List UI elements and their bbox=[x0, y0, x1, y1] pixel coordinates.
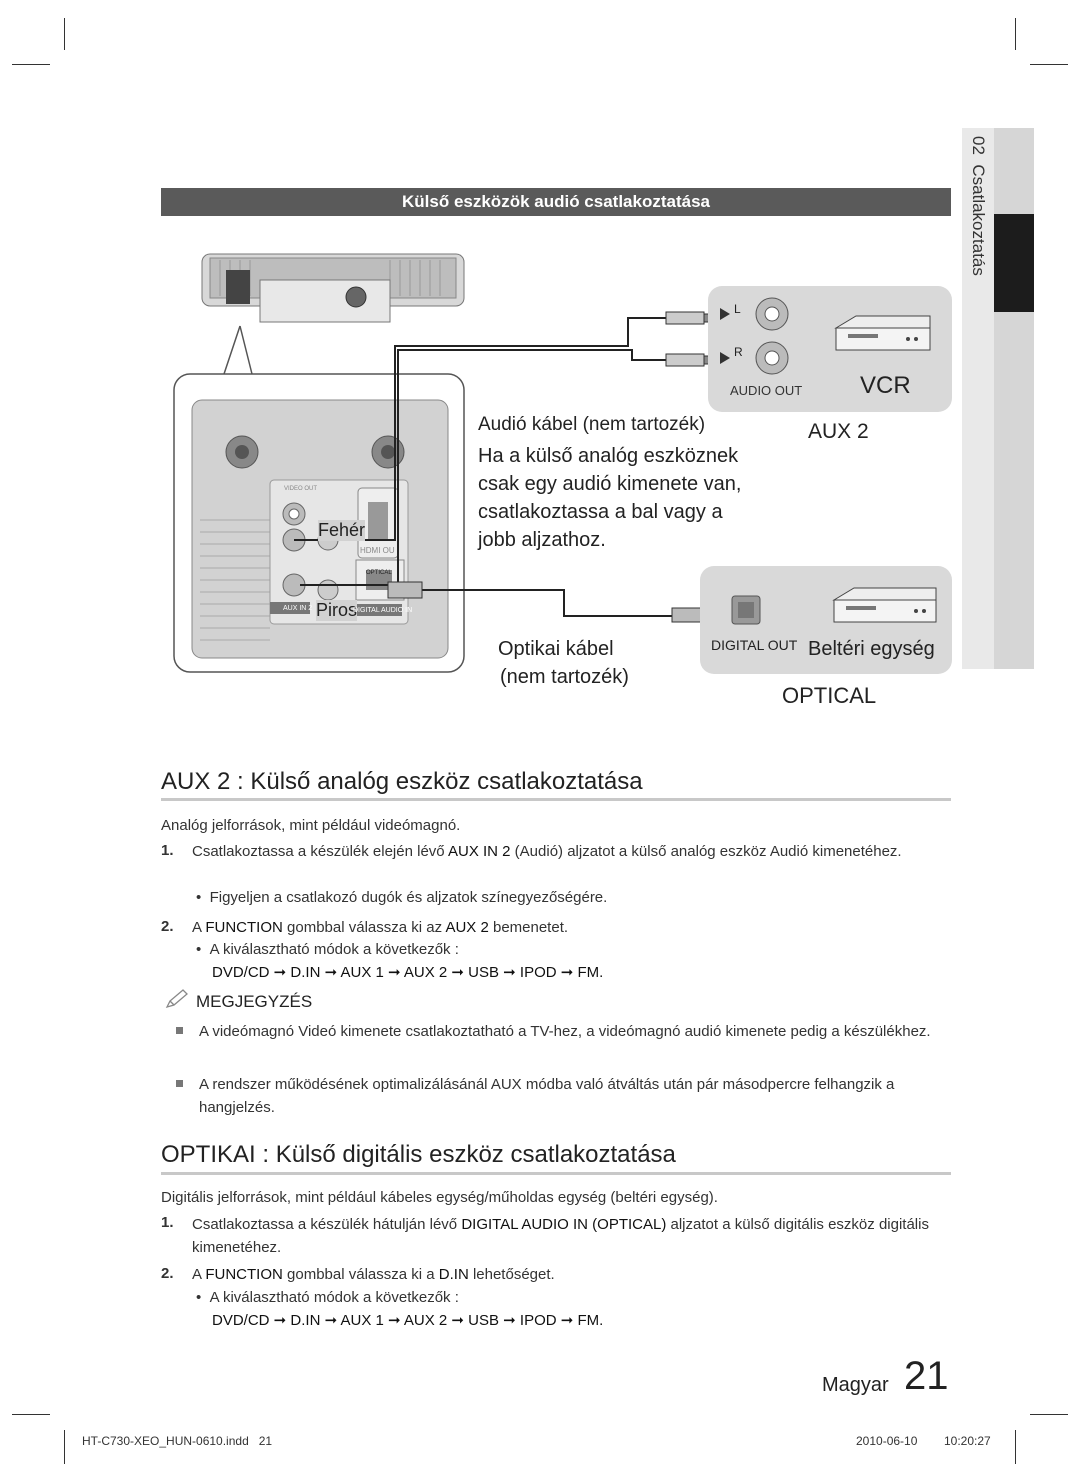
text-run: A bbox=[192, 919, 206, 936]
chapter-side-tab: 02 Csatlakoztatás bbox=[962, 128, 1034, 669]
audio-cable-description: Ha a külső analóg eszköznek csak egy aud… bbox=[478, 442, 742, 554]
rca-plug-right bbox=[665, 353, 715, 367]
aux2-label: AUX 2 bbox=[808, 420, 869, 443]
note-title: MEGJEGYZÉS bbox=[196, 992, 313, 1011]
pencil-icon bbox=[164, 988, 190, 1010]
vcr-label: VCR bbox=[860, 372, 911, 399]
indoor-unit-label: Beltéri egység bbox=[808, 638, 935, 660]
optical-heading-rule bbox=[161, 1172, 951, 1175]
bullet-text: A kiválasztható módok a következők : bbox=[209, 941, 459, 958]
function-term: FUNCTION bbox=[205, 919, 283, 936]
aux2-step1-bullet: • Figyeljen a csatlakozó dugók és aljzat… bbox=[196, 889, 608, 906]
side-tab-label: Csatlakoztatás bbox=[969, 164, 988, 276]
aux2-intro: Analóg jelforrások, mint például videóma… bbox=[161, 817, 461, 834]
text-run: bemenetet. bbox=[488, 919, 569, 936]
white-connector-label: Fehér bbox=[318, 520, 366, 541]
aux2-step2-number: 2. bbox=[161, 918, 174, 935]
panel-aux-in-label: AUX IN 2 bbox=[283, 605, 313, 612]
note-item: A rendszer működésének optimalizálásánál… bbox=[199, 1076, 895, 1116]
crop-mark bbox=[64, 18, 65, 50]
text-run: gombbal válassza ki a bbox=[282, 1266, 439, 1283]
crop-mark bbox=[1015, 1430, 1016, 1464]
aux2-step2-bullet: • A kiválasztható módok a következők : bbox=[196, 941, 459, 958]
optical-cable-note-text: nem tartozék) bbox=[506, 666, 629, 688]
audio-out-label: AUDIO OUT bbox=[730, 383, 803, 398]
aux2-step1-text: Csatlakoztassa a készülék elején lévő AU… bbox=[192, 840, 952, 863]
audio-cable-desc-line: Ha a külső analóg eszköznek bbox=[478, 445, 739, 467]
section-header-bar: Külső eszközök audió csatlakoztatása bbox=[161, 188, 951, 216]
optical-plug-panel bbox=[387, 581, 423, 599]
optical-step2-bullet: • A kiválasztható módok a következők : bbox=[196, 1289, 459, 1306]
note-square-bullet bbox=[176, 1080, 183, 1087]
optical-step1-text: Csatlakoztassa a készülék hátulján lévő … bbox=[192, 1213, 952, 1259]
digital-out-label: DIGITAL OUT bbox=[711, 637, 798, 653]
crop-mark bbox=[12, 1414, 50, 1415]
optical-label: OPTICAL bbox=[782, 683, 877, 708]
optical-cable-label: Optikai kábel bbox=[498, 638, 614, 660]
text-run: gombbal válassza ki az bbox=[282, 919, 446, 936]
side-tab-light bbox=[962, 128, 994, 669]
note-square-bullet bbox=[176, 1027, 183, 1034]
text-run: Csatlakoztassa a készülék hátulján lévő bbox=[192, 1216, 462, 1233]
text-run: aljzatot a külső digitális eszköz digitá… bbox=[192, 1216, 929, 1256]
optical-mode-sequence: DVD/CD ➞ D.IN ➞ AUX 1 ➞ AUX 2 ➞ USB ➞ IP… bbox=[212, 1312, 604, 1329]
text-run: (Audió) aljzatot a külső analóg eszköz A… bbox=[510, 843, 902, 860]
settop-illustration bbox=[832, 587, 937, 623]
audio-cable-desc-line: csatlakoztassa a bal vagy a bbox=[478, 501, 723, 523]
audio-cable-desc-line: jobb aljzathoz. bbox=[478, 529, 606, 551]
panel-video-out-label: VIDEO OUT bbox=[284, 486, 318, 492]
red-connector-label: Piros bbox=[316, 600, 358, 621]
rca-plug-left bbox=[665, 311, 715, 325]
footer-language: Magyar bbox=[822, 1374, 889, 1396]
optical-step2-text: A FUNCTION gombbal válassza ki a D.IN le… bbox=[192, 1263, 952, 1286]
bullet-text: Figyeljen a csatlakozó dugók és aljzatok… bbox=[209, 889, 608, 906]
side-tab-mid bbox=[994, 128, 1034, 669]
diagram-drawing bbox=[173, 253, 952, 674]
digital-audio-in-term: DIGITAL AUDIO IN (OPTICAL) bbox=[461, 1216, 667, 1233]
d-in-term: D.IN bbox=[438, 1266, 469, 1283]
optical-heading: OPTIKAI : Külső digitális eszköz csatlak… bbox=[161, 1141, 676, 1168]
crop-mark bbox=[1030, 1414, 1068, 1415]
page-number: 21 bbox=[904, 1354, 949, 1398]
aux-in-2-term: AUX IN 2 bbox=[447, 843, 511, 860]
side-tab-text: 02 Csatlakoztatás bbox=[962, 136, 994, 336]
aux2-step2-text: A FUNCTION gombbal válassza ki az AUX 2 … bbox=[192, 916, 952, 939]
optical-step1-number: 1. bbox=[161, 1214, 174, 1231]
text-run: A bbox=[192, 1266, 206, 1283]
crop-mark bbox=[1015, 18, 1016, 50]
crop-mark bbox=[64, 1430, 65, 1464]
aux2-heading: AUX 2 : Külső analóg eszköz csatlakoztat… bbox=[161, 768, 643, 795]
optical-step2-number: 2. bbox=[161, 1265, 174, 1282]
audio-cable-label: Audió kábel (nem tartozék) bbox=[478, 414, 706, 435]
text-run: Csatlakoztassa a készülék elején lévő bbox=[192, 843, 448, 860]
aux2-step1-number: 1. bbox=[161, 842, 174, 859]
footer-file-name: HT-C730-XEO_HUN-0610.indd 21 bbox=[82, 1434, 273, 1448]
function-term: FUNCTION bbox=[205, 1266, 283, 1283]
footer-time: 10:20:27 bbox=[944, 1434, 991, 1448]
main-unit-illustration bbox=[201, 253, 465, 323]
text-run: lehetőséget. bbox=[468, 1266, 555, 1283]
aux-2-term: AUX 2 bbox=[445, 919, 489, 936]
panel-digital-in-label: DIGITAL AUDIO IN bbox=[353, 607, 413, 614]
footer-date: 2010-06-10 bbox=[856, 1434, 918, 1448]
vcr-illustration bbox=[834, 315, 931, 351]
connection-diagram: L R AUDIO OUT VCR AUX 2 Audió kábel (nem… bbox=[160, 240, 960, 710]
side-tab-number: 02 bbox=[969, 136, 988, 155]
port-l-label: L bbox=[734, 302, 741, 316]
port-r-label: R bbox=[734, 345, 743, 359]
optical-intro: Digitális jelforrások, mint például kábe… bbox=[161, 1189, 718, 1206]
crop-mark bbox=[12, 64, 50, 65]
side-tab-dark-marker bbox=[994, 214, 1034, 312]
aux2-heading-rule bbox=[161, 798, 951, 801]
bullet-text: A kiválasztható módok a következők : bbox=[209, 1289, 459, 1306]
note-item: A videómagnó Videó kimenete csatlakoztat… bbox=[199, 1023, 931, 1040]
optical-cable-note: (nem tartozék) bbox=[500, 666, 629, 688]
panel-optical-label: OPTICAL bbox=[366, 570, 392, 576]
audio-cable-desc-line: csak egy audió kimenete van, bbox=[478, 473, 742, 495]
panel-hdmi-label: HDMI OU bbox=[360, 546, 395, 555]
crop-mark bbox=[1030, 64, 1068, 65]
aux2-mode-sequence: DVD/CD ➞ D.IN ➞ AUX 1 ➞ AUX 2 ➞ USB ➞ IP… bbox=[212, 964, 604, 981]
